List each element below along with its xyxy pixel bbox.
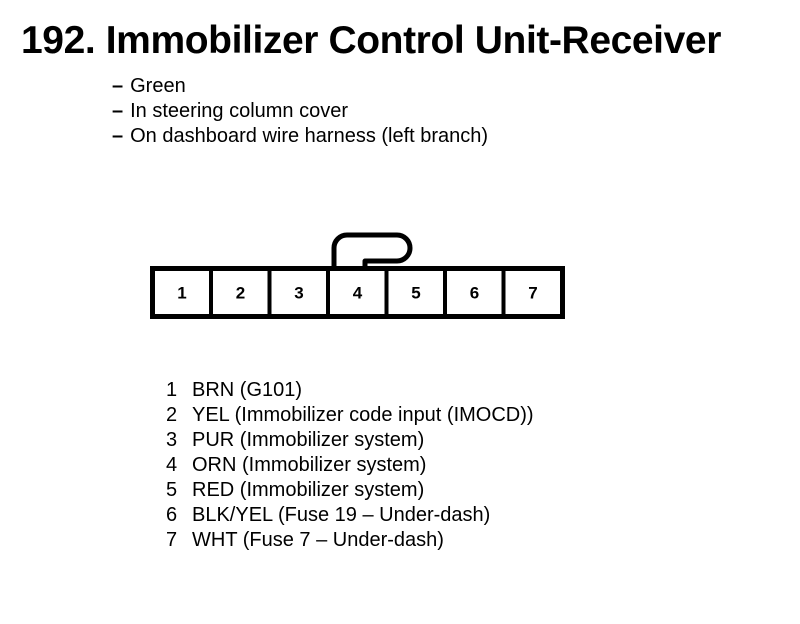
connector-cavity-4: 4	[353, 284, 363, 303]
pin-legend-description: ORN (Immobilizer system)	[192, 454, 427, 476]
pin-legend-number: 4	[166, 454, 178, 476]
pin-legend: 1 BRN (G101) 2 YEL (Immobilizer code inp…	[166, 378, 766, 553]
pin-legend-description: WHT (Fuse 7 – Under-dash)	[192, 529, 444, 551]
connector-svg: 1 2 3 4 5 6 7	[150, 232, 565, 319]
pin-legend-description: RED (Immobilizer system)	[192, 479, 425, 501]
pin-legend-description: BLK/YEL (Fuse 19 – Under-dash)	[192, 504, 491, 526]
pin-legend-number: 6	[166, 504, 178, 526]
pin-legend-description: YEL (Immobilizer code input (IMOCD))	[192, 404, 534, 426]
description-item: – On dashboard wire harness (left branch…	[112, 124, 732, 149]
pin-legend-row: 2 YEL (Immobilizer code input (IMOCD))	[166, 403, 766, 428]
connector-housing	[150, 266, 565, 319]
connector-diagram: 1 2 3 4 5 6 7	[148, 218, 573, 322]
pin-legend-row: 7 WHT (Fuse 7 – Under-dash)	[166, 528, 766, 553]
description-item: – Green	[112, 74, 732, 99]
description-text: In steering column cover	[130, 100, 349, 122]
pin-legend-number: 7	[166, 529, 178, 551]
pin-legend-number: 1	[166, 379, 178, 401]
connector-cavity-3: 3	[294, 284, 303, 303]
connector-cavity-6: 6	[470, 284, 479, 303]
pin-legend-row: 6 BLK/YEL (Fuse 19 – Under-dash)	[166, 503, 766, 528]
pin-legend-number: 5	[166, 479, 178, 501]
bullet-dash-icon: –	[112, 75, 124, 97]
pin-legend-row: 4 ORN (Immobilizer system)	[166, 453, 766, 478]
bullet-dash-icon: –	[112, 125, 124, 147]
description-list: – Green – In steering column cover – On …	[112, 74, 732, 149]
pin-legend-row: 3 PUR (Immobilizer system)	[166, 428, 766, 453]
locking-tab-icon	[331, 232, 413, 269]
connector-cavity-1: 1	[177, 284, 186, 303]
pin-legend-description: PUR (Immobilizer system)	[192, 429, 425, 451]
pin-legend-description: BRN (G101)	[192, 379, 303, 401]
page-title: 192. Immobilizer Control Unit-Receiver	[21, 19, 721, 62]
pin-legend-row: 5 RED (Immobilizer system)	[166, 478, 766, 503]
connector-cavity-2: 2	[236, 284, 245, 303]
pin-legend-row: 1 BRN (G101)	[166, 378, 766, 403]
bullet-dash-icon: –	[112, 100, 124, 122]
pin-legend-number: 3	[166, 429, 178, 451]
connector-cavity-7: 7	[528, 284, 537, 303]
pin-legend-number: 2	[166, 404, 178, 426]
connector-cavity-5: 5	[411, 284, 420, 303]
description-item: – In steering column cover	[112, 99, 732, 124]
description-text: Green	[130, 75, 186, 97]
description-text: On dashboard wire harness (left branch)	[130, 125, 489, 147]
